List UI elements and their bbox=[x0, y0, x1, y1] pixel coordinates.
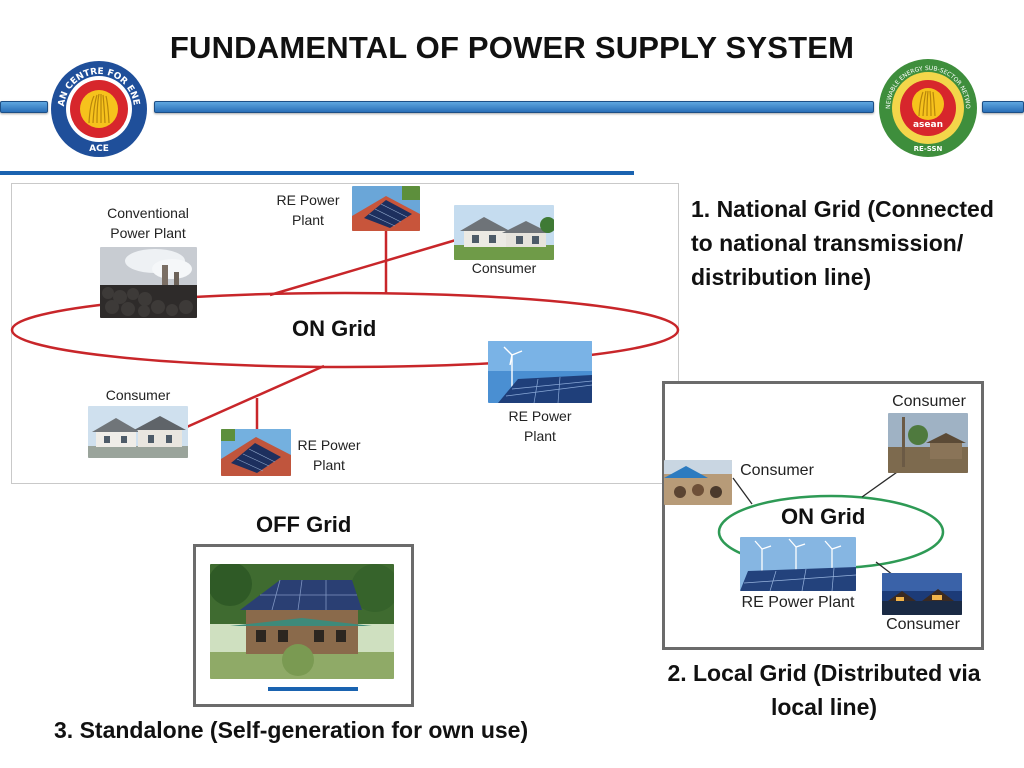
page-title: FUNDAMENTAL OF POWER SUPPLY SYSTEM bbox=[169, 30, 855, 65]
re-plant-bottom-right-label: RE Power Plant bbox=[508, 408, 572, 444]
local-re-plant-image bbox=[740, 537, 856, 591]
local-re-plant-label: RE Power Plant bbox=[741, 594, 855, 611]
local-line-bottom-right bbox=[875, 561, 894, 576]
re-plant-wind-solar-image bbox=[488, 341, 592, 403]
on-grid-label: ON Grid bbox=[292, 316, 377, 341]
local-grid-caption: 2. Local Grid (Distributed via local lin… bbox=[667, 660, 981, 720]
local-consumer-bottom-right-label: Consumer bbox=[886, 616, 960, 633]
header-bar-left bbox=[0, 101, 48, 113]
on-grid-ring bbox=[10, 291, 680, 369]
standalone-house-image bbox=[210, 564, 394, 679]
consumer-bottom-image bbox=[88, 406, 188, 458]
conventional-plant-label: Conventional Power Plant bbox=[107, 205, 189, 241]
line-consumer-top bbox=[269, 238, 457, 297]
local-line-left bbox=[732, 477, 753, 505]
re-ssn-logo-text-bottom: RE-SSN bbox=[914, 145, 943, 153]
local-consumer-bottom-right-image bbox=[882, 573, 962, 615]
re-ssn-logo-word: asean bbox=[913, 120, 943, 130]
ace-logo: ASEAN CENTRE FOR ENERGY ACE bbox=[50, 60, 148, 158]
header-divider bbox=[0, 171, 634, 175]
consumer-top-image bbox=[454, 205, 554, 260]
re-plant-top-image bbox=[352, 186, 420, 231]
standalone-caption: 3. Standalone (Self-generation for own u… bbox=[54, 717, 529, 743]
local-consumer-top-right-label: Consumer bbox=[892, 393, 966, 410]
national-grid-description: 1. National Grid (Connected to national … bbox=[691, 196, 994, 290]
standalone-blue-accent bbox=[268, 687, 358, 691]
re-ssn-logo: asean RENEWABLE ENERGY SUB-SECTOR NETWOR… bbox=[878, 58, 978, 158]
re-plant-bottom-image bbox=[221, 429, 291, 476]
local-line-top-right bbox=[861, 469, 901, 498]
ace-logo-text-bottom: ACE bbox=[89, 144, 109, 154]
conventional-plant-image bbox=[100, 247, 197, 318]
re-plant-bottom-left-label: RE Power Plant bbox=[297, 437, 361, 473]
consumer-top-label: Consumer bbox=[471, 260, 537, 276]
local-consumer-left-label: Consumer bbox=[740, 462, 814, 479]
re-plant-top-label: RE Power Plant bbox=[276, 192, 340, 228]
header-bar-main bbox=[154, 101, 874, 113]
local-consumer-top-right-image bbox=[888, 413, 968, 473]
local-consumer-left-image bbox=[664, 460, 732, 505]
consumer-bottom-label: Consumer bbox=[105, 387, 171, 403]
line-consumer-bottom bbox=[179, 364, 325, 432]
off-grid-label: OFF Grid bbox=[256, 512, 352, 537]
local-on-grid-label: ON Grid bbox=[781, 504, 866, 529]
